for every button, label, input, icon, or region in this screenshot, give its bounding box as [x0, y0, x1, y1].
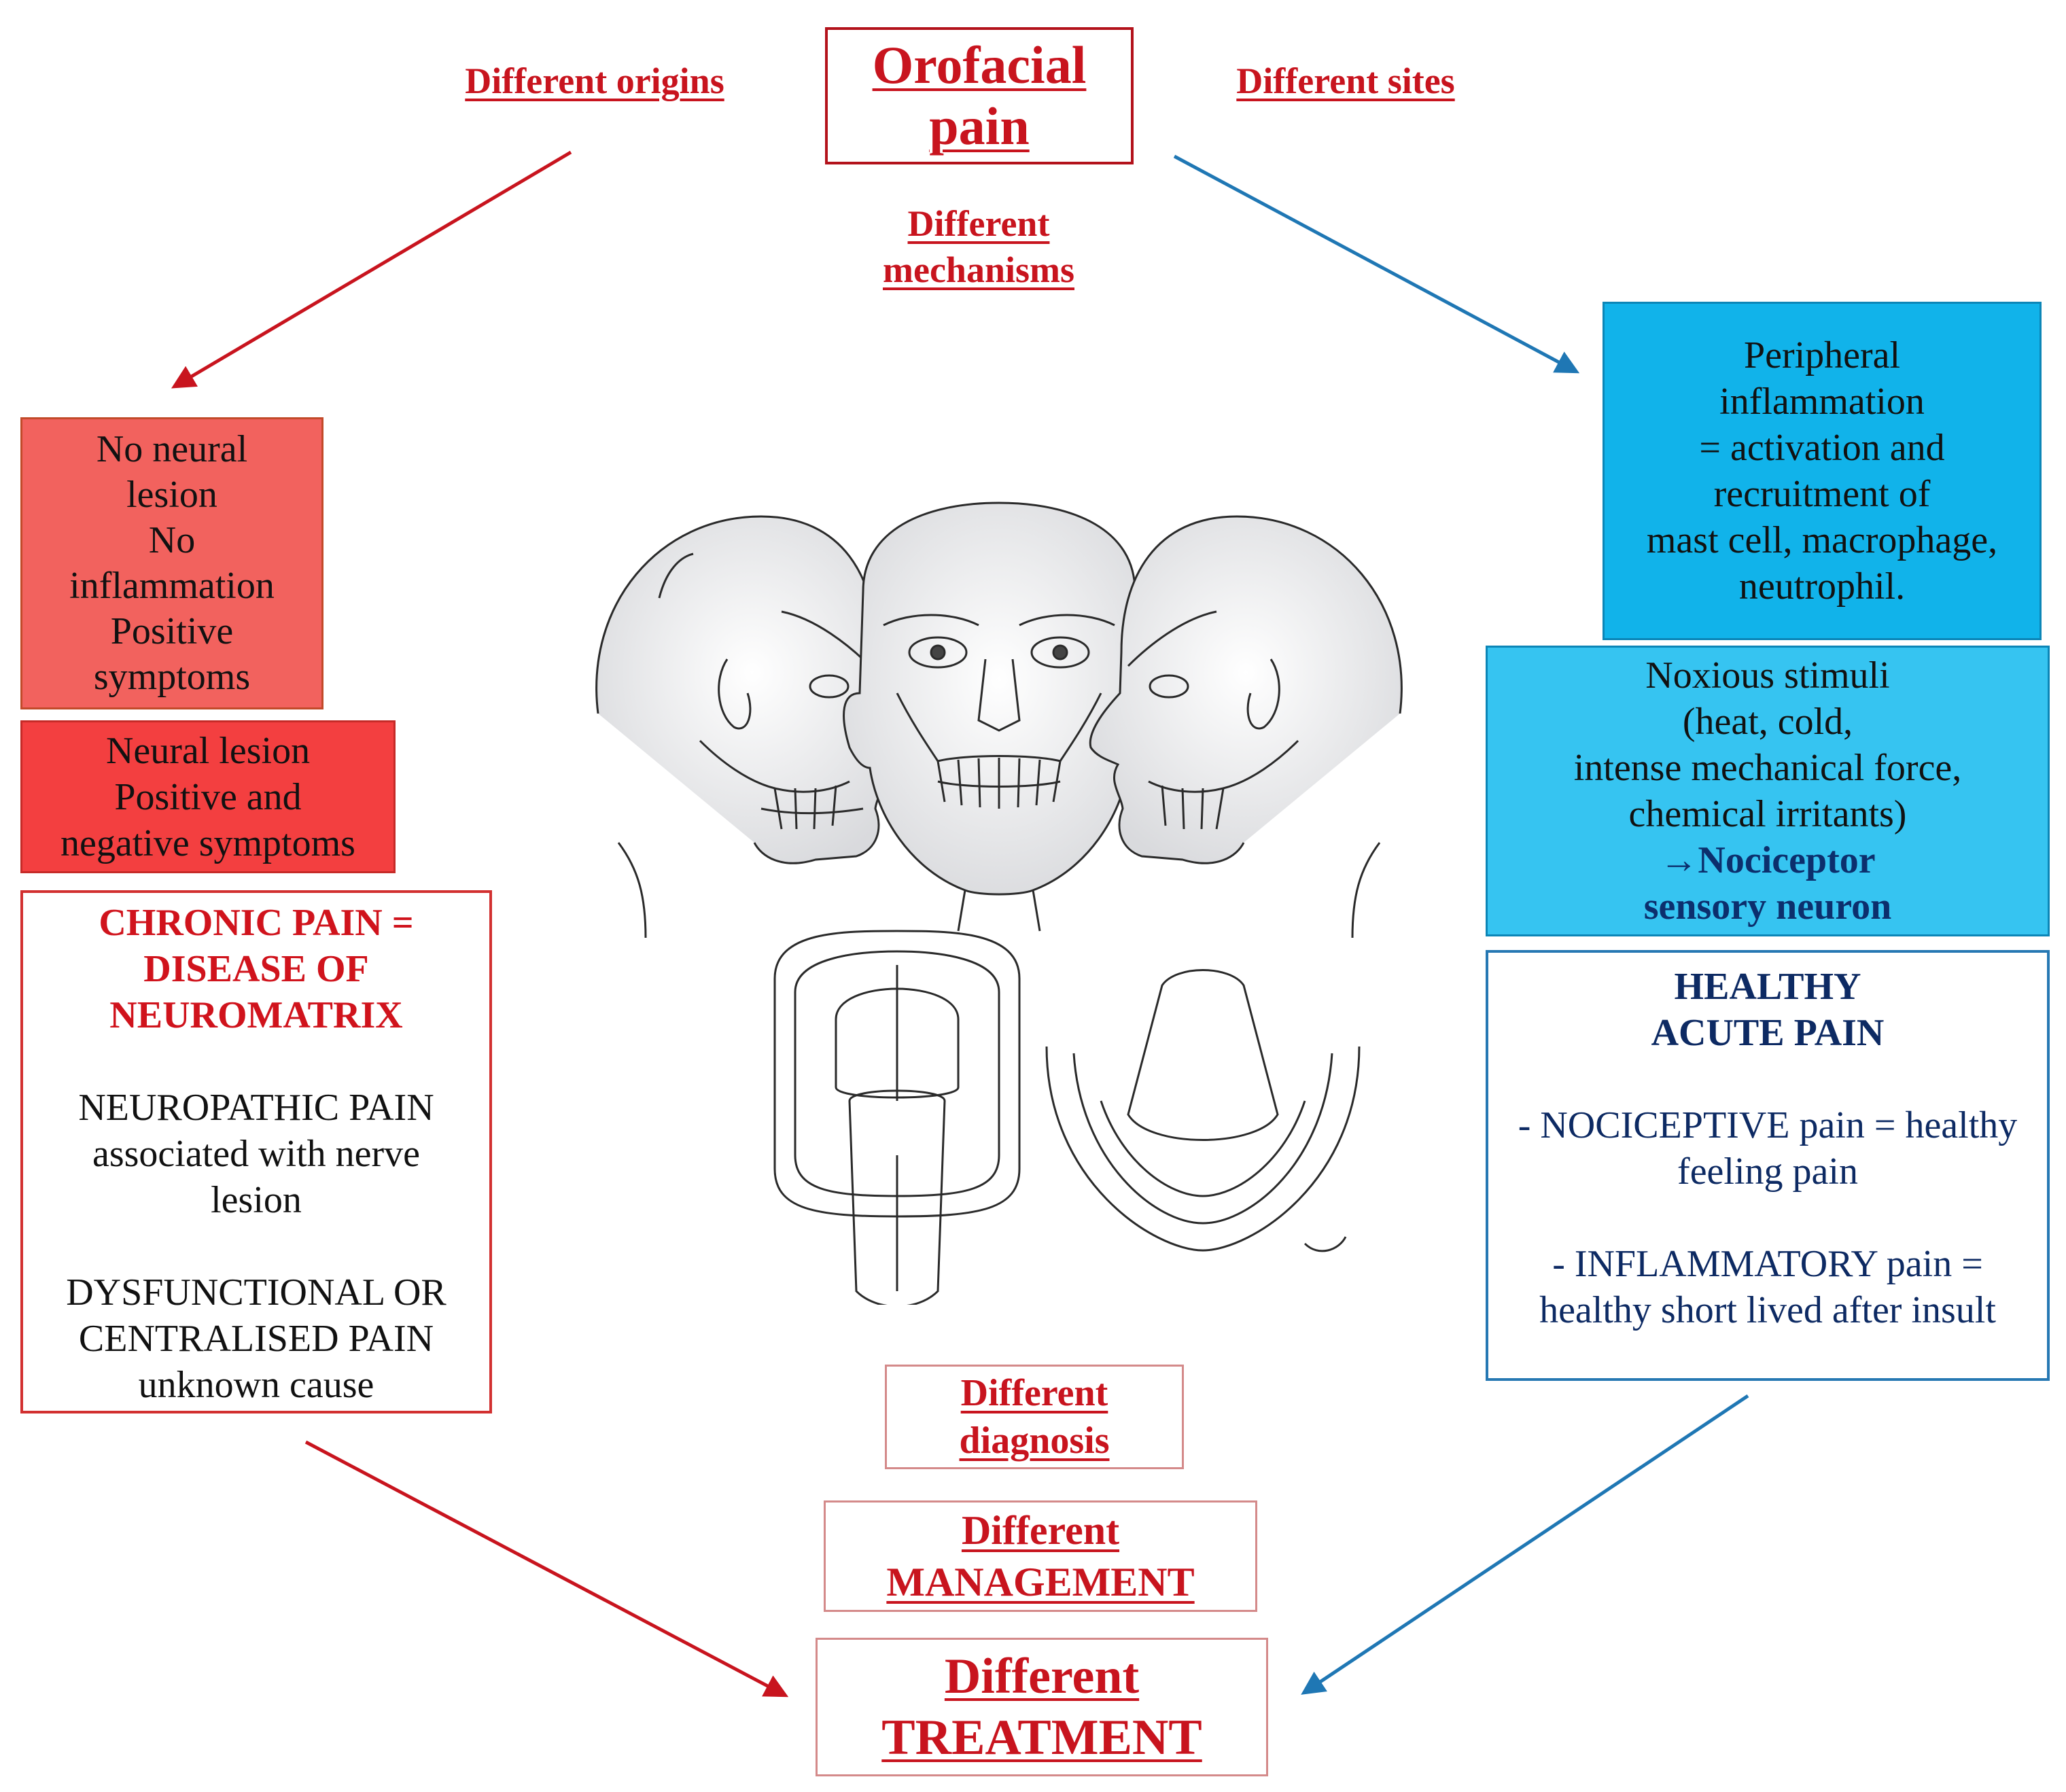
- healthy-heading-line-1: HEALTHY: [1674, 966, 1861, 1008]
- palate-tongue-icon: [773, 930, 1021, 1305]
- diagnosis-line-2: diagnosis: [959, 1420, 1110, 1462]
- chronic-heading-line-2: DISEASE OF: [143, 948, 369, 990]
- box-chronic-pain: CHRONIC PAIN = DISEASE OF NEUROMATRIX NE…: [20, 890, 492, 1413]
- noxious-line-2: (heat, cold,: [1682, 701, 1853, 743]
- arrow-origins-to-left: [171, 150, 572, 389]
- management-line-2: MANAGEMENT: [886, 1560, 1195, 1604]
- head-profile-left-icon: [595, 515, 909, 938]
- dysfunctional-line-2: CENTRALISED PAIN: [78, 1318, 434, 1360]
- nociceptive-line-2: feeling pain: [1677, 1150, 1858, 1193]
- dysfunctional-line-1: DYSFUNCTIONAL OR: [66, 1271, 447, 1314]
- neuropathic-line-2: associated with nerve: [92, 1133, 421, 1175]
- peripheral-line-2: inflammation: [1719, 381, 1925, 423]
- neuropathic-line-1: NEUROPATHIC PAIN: [78, 1087, 434, 1129]
- noxious-line-1: Noxious stimuli: [1645, 654, 1890, 697]
- title-box: Orofacial pain: [825, 27, 1134, 164]
- label-sites-text: Different sites: [1236, 60, 1455, 101]
- box-different-management: Different MANAGEMENT: [824, 1500, 1257, 1612]
- treatment-line-2: TREATMENT: [881, 1710, 1202, 1765]
- box-different-treatment: Different TREATMENT: [816, 1638, 1268, 1776]
- chronic-heading-line-1: CHRONIC PAIN =: [99, 902, 414, 944]
- dysfunctional-line-3: unknown cause: [138, 1364, 374, 1406]
- noxious-line-4: chemical irritants): [1628, 793, 1907, 835]
- box-different-diagnosis: Different diagnosis: [885, 1365, 1184, 1469]
- box-neural-lesion: Neural lesion Positive and negative symp…: [20, 720, 396, 873]
- peripheral-line-5: mast cell, macrophage,: [1646, 519, 1998, 561]
- label-different-origins: Different origins: [442, 60, 748, 102]
- title-line-2: pain: [929, 96, 1030, 156]
- no-lesion-line-3: No: [148, 519, 196, 561]
- no-lesion-line-5: Positive: [110, 610, 234, 652]
- arrow-right-to-treatment: [1301, 1394, 1749, 1695]
- head-profile-right-icon: [1089, 515, 1403, 938]
- neural-lesion-line-3: negative symptoms: [60, 822, 355, 864]
- peripheral-line-4: recruitment of: [1713, 473, 1931, 515]
- anatomy-illustration: [595, 502, 1403, 1305]
- mandible-icon: [1045, 969, 1361, 1252]
- peripheral-line-1: Peripheral: [1743, 334, 1901, 376]
- inflammatory-line-2: healthy short lived after insult: [1539, 1289, 1996, 1331]
- diagnosis-line-1: Different: [960, 1372, 1108, 1414]
- no-lesion-line-6: symptoms: [93, 656, 251, 698]
- neural-lesion-line-1: Neural lesion: [105, 729, 311, 772]
- box-healthy-acute-pain: HEALTHY ACUTE PAIN - NOCICEPTIVE pain = …: [1486, 950, 2050, 1381]
- neural-lesion-line-2: Positive and: [114, 775, 302, 818]
- box-no-neural-lesion: No neural lesion No inflammation Positiv…: [20, 417, 323, 709]
- label-mechanisms-line-1: Different: [907, 203, 1050, 244]
- chronic-heading-line-3: NEUROMATRIX: [109, 994, 403, 1036]
- arrow-left-to-treatment: [304, 1440, 789, 1698]
- nociceptor-line-2: sensory neuron: [1643, 885, 1892, 928]
- box-noxious-stimuli: Noxious stimuli (heat, cold, intense mec…: [1486, 646, 2050, 936]
- treatment-line-1: Different: [944, 1649, 1140, 1704]
- label-origins-text: Different origins: [465, 60, 724, 101]
- label-different-mechanisms: Different mechanisms: [843, 200, 1115, 293]
- peripheral-line-3: = activation and: [1699, 427, 1945, 469]
- label-different-sites: Different sites: [1216, 60, 1475, 102]
- inflammatory-line-1: - INFLAMMATORY pain =: [1552, 1243, 1983, 1285]
- no-lesion-line-2: lesion: [126, 474, 217, 516]
- noxious-line-3: intense mechanical force,: [1573, 747, 1962, 789]
- nociceptive-line-1: - NOCICEPTIVE pain = healthy: [1518, 1104, 2018, 1146]
- arrow-sites-to-right: [1173, 154, 1580, 374]
- box-peripheral-inflammation: Peripheral inflammation = activation and…: [1603, 302, 2042, 640]
- healthy-heading-line-2: ACUTE PAIN: [1651, 1012, 1885, 1054]
- peripheral-line-6: neutrophil.: [1738, 565, 1906, 608]
- management-line-1: Different: [961, 1508, 1120, 1553]
- no-lesion-line-1: No neural: [96, 428, 248, 470]
- no-lesion-line-4: inflammation: [69, 565, 275, 607]
- nociceptor-line-1: →Nociceptor: [1660, 839, 1876, 881]
- neuropathic-line-3: lesion: [211, 1179, 302, 1221]
- title-line-1: Orofacial: [872, 35, 1087, 94]
- label-mechanisms-line-2: mechanisms: [883, 249, 1074, 290]
